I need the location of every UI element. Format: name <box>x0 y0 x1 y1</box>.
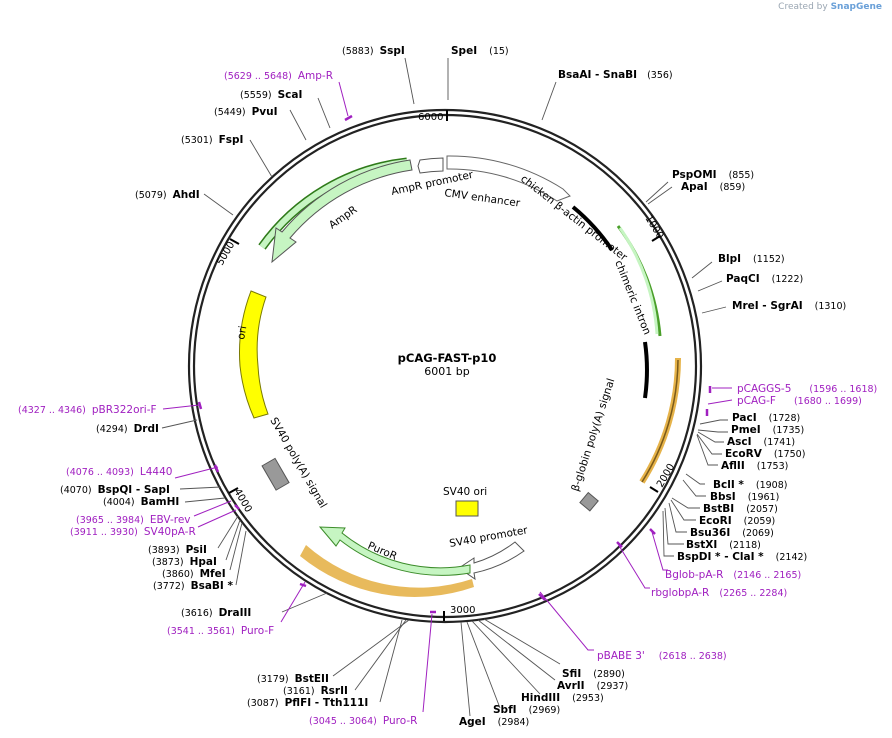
enzyme-drdi: (4294)DrdI <box>96 423 159 435</box>
enzyme-bsteii: (3179)BstEII <box>257 673 329 685</box>
tick-2000: 2000 <box>655 462 677 490</box>
enzyme-labels: (5883)SspI SpeI(15) BsaAI - SnaBI(356) P… <box>60 45 846 728</box>
enzyme-fspi: (5301)FspI <box>181 134 243 146</box>
label-chicken-actin-promoter: chicken β-actin promoter <box>518 173 630 264</box>
enzyme-bsu36i: Bsu36I(2069) <box>690 527 774 539</box>
feature-puro-bar-black <box>643 341 649 399</box>
label-ampr: AmpR <box>327 204 360 232</box>
enzyme-paci: PacI(1728) <box>732 412 800 424</box>
enzyme-bcli: BclI *(1908) <box>713 479 787 491</box>
primer-pbabe-3: pBABE 3'(2618 .. 2638) <box>597 650 727 662</box>
primer-pcag-f: pCAG-F(1680 .. 1699) <box>737 395 862 407</box>
primer-pcaggs-5: pCAGGS-5(1596 .. 1618) <box>737 383 877 395</box>
enzyme-bsabi: (3772)BsaBI * <box>153 580 233 592</box>
primer-bglob-pa-r: Bglob-pA-R(2146 .. 2165) <box>665 569 801 581</box>
enzyme-sfii: SfiI(2890) <box>562 668 625 680</box>
tick-5000: 5000 <box>215 240 237 268</box>
enzyme-mrei-sgrai: MreI - SgrAI(1310) <box>732 300 846 312</box>
enzyme-agei: AgeI(2984) <box>459 716 529 728</box>
label-beta-globin-polya: β-globin poly(A) signal <box>569 377 617 493</box>
snapgene-logo: SnapGene <box>830 2 882 12</box>
enzyme-sspi: (5883)SspI <box>342 45 405 57</box>
primer-connectors <box>162 81 733 713</box>
enzyme-rsrii: (3161)RsrII <box>283 685 348 697</box>
enzyme-avrii: AvrII(2937) <box>557 680 628 692</box>
feature-chimeric-intron <box>616 225 662 337</box>
enzyme-pflfi-tth111i: (3087)PflFI - Tth111I <box>247 697 368 709</box>
enzyme-ecori: EcoRI(2059) <box>699 515 775 527</box>
enzyme-spei: SpeI(15) <box>451 45 509 57</box>
label-cmv-enhancer: CMV enhancer <box>444 187 522 210</box>
primer-ebv-rev: (3965 .. 3984)EBV-rev <box>76 514 191 526</box>
label-chimeric-intron: chimeric intron <box>612 259 653 337</box>
enzyme-psii: (3893)PsiI <box>148 544 207 556</box>
enzyme-asci: AscI(1741) <box>727 436 795 448</box>
backbone-outer <box>187 108 703 624</box>
enzyme-apai: ApaI(859) <box>681 181 745 193</box>
primer-labels: (5629 .. 5648)Amp-R pCAGGS-5(1596 .. 161… <box>18 70 877 727</box>
feature-beta-globin-polya <box>579 491 599 512</box>
enzyme-bspdi-clai: BspDI * - ClaI *(2142) <box>677 551 807 563</box>
enzyme-paqci: PaqCI(1222) <box>726 273 803 285</box>
enzyme-mfei: (3860)MfeI <box>162 568 226 580</box>
enzyme-pvui: (5449)PvuI <box>214 106 278 118</box>
feature-sv40-polya <box>261 457 290 491</box>
enzyme-bamhi: (4004)BamHI <box>103 496 179 508</box>
feature-ori <box>239 290 269 419</box>
snapgene-credit: Created by SnapGene <box>778 2 882 12</box>
primer-pbr322ori-f: (4327 .. 4346)pBR322ori-F <box>18 404 157 416</box>
enzyme-hpai: (3873)HpaI <box>152 556 217 568</box>
tick-1000: 1000 <box>642 214 665 241</box>
plasmid-name: pCAG-FAST-p10 <box>398 351 497 365</box>
primer-l4440: (4076 .. 4093)L4440 <box>66 466 172 478</box>
primer-amp-r: (5629 .. 5648)Amp-R <box>224 70 333 82</box>
feature-orange-cds-right <box>639 357 681 484</box>
enzyme-blpi: BlpI(1152) <box>718 253 785 265</box>
feature-chicken-actin-promoter <box>571 205 614 252</box>
enzyme-bbsi: BbsI(1961) <box>710 491 779 503</box>
plasmid-length: 6001 bp <box>424 365 469 378</box>
feature-puror <box>300 526 474 597</box>
enzyme-bstbi: BstBI(2057) <box>703 503 778 515</box>
enzyme-draiii: (3616)DraIII <box>181 607 251 619</box>
tick-3000: 3000 <box>450 605 475 616</box>
enzyme-pmei: PmeI(1735) <box>731 424 804 436</box>
primer-rbglobpa-r: rbglobpA-R(2265 .. 2284) <box>651 587 787 599</box>
enzyme-ahdi: (5079)AhdI <box>135 189 200 201</box>
enzyme-scai: (5559)ScaI <box>240 89 302 101</box>
feature-ampr <box>258 157 413 264</box>
enzyme-hindiii: HindIII(2953) <box>521 692 604 704</box>
feature-amp-promoter <box>417 157 444 174</box>
enzyme-pspomi: PspOMI(855) <box>672 169 754 181</box>
enzyme-ecorv: EcoRV(1750) <box>725 448 805 460</box>
enzyme-bsaai-snabi: BsaAI - SnaBI(356) <box>558 69 673 81</box>
enzyme-aflii: AflII(1753) <box>721 460 788 472</box>
primer-puro-r: (3045 .. 3064)Puro-R <box>309 715 417 727</box>
label-ori: ori <box>235 325 249 341</box>
enzyme-bstxi: BstXI(2118) <box>686 539 761 551</box>
enzyme-connectors <box>161 57 728 717</box>
feature-sv40-ori <box>455 500 479 517</box>
enzyme-sbfi: SbfI(2969) <box>493 704 560 716</box>
primer-puro-f: (3541 .. 3561)Puro-F <box>167 625 274 637</box>
feature-cmv-enhancer <box>446 155 571 202</box>
primer-sv40pa-r: (3911 .. 3930)SV40pA-R <box>70 526 196 538</box>
tick-6000: 6000 <box>418 112 443 123</box>
enzyme-bspqi-sapi: (4070)BspQI - SapI <box>60 484 170 496</box>
label-sv40-ori: SV40 ori <box>443 486 487 498</box>
